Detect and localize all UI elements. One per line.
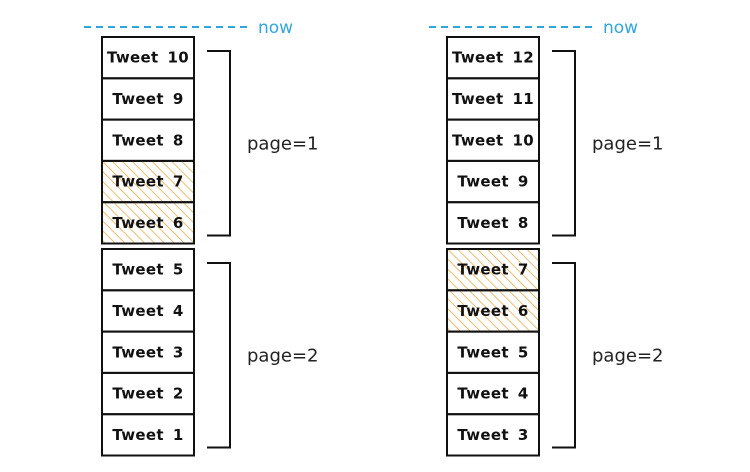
tweet-number: 5 [518,343,529,361]
tweet-label: Tweet 7 [457,261,528,279]
tweet-number: 9 [173,90,184,108]
tweet-number: 7 [518,261,529,279]
tweet-word: Tweet [457,302,508,320]
tweet-label: Tweet 5 [112,261,183,279]
tweet-word: Tweet [107,49,158,67]
tweet-number: 3 [173,343,184,361]
tweet-number: 10 [512,131,533,149]
tweet-box [101,413,195,457]
tweet-box [446,413,540,457]
tweet-word: Tweet [457,343,508,361]
tweet-number: 11 [512,90,533,108]
tweet-number: 9 [518,173,529,191]
tweet-number: 4 [518,385,529,403]
tweet-word: Tweet [112,426,163,444]
tweet-number: 8 [518,214,529,232]
page-bracket [552,262,576,449]
tweet-label: Tweet 5 [457,343,528,361]
tweet-number: 6 [173,214,184,232]
tweet-word: Tweet [112,385,163,403]
tweet-word: Tweet [112,261,163,279]
now-label: now [603,18,638,38]
tweet-word: Tweet [112,343,163,361]
tweet-label: Tweet 8 [457,214,528,232]
tweet-word: Tweet [452,49,503,67]
page-label: page=2 [247,345,319,366]
tweet-label: Tweet 6 [457,302,528,320]
page-label: page=1 [247,133,319,154]
tweet-word: Tweet [112,173,163,191]
page-bracket [552,50,576,237]
tweet-number: 4 [173,302,184,320]
tweet-number: 10 [167,49,188,67]
tweet-number: 8 [173,131,184,149]
tweet-word: Tweet [112,131,163,149]
tweet-number: 12 [512,49,533,67]
tweet-label: Tweet 7 [112,173,183,191]
tweet-word: Tweet [112,214,163,232]
tweet-box [446,201,540,245]
tweet-number: 2 [173,385,184,403]
tweet-label: Tweet 9 [112,90,183,108]
highlight-hatch [102,160,194,203]
tweet-number: 3 [518,426,529,444]
tweet-box [101,201,195,245]
tweet-word: Tweet [112,302,163,320]
tweet-label: Tweet 4 [112,302,183,320]
tweet-word: Tweet [452,131,503,149]
tweet-word: Tweet [457,173,508,191]
tweet-number: 1 [173,426,184,444]
tweet-number: 6 [518,302,529,320]
tweet-number: 7 [173,173,184,191]
tweet-word: Tweet [457,214,508,232]
tweet-label: Tweet 12 [452,49,534,67]
tweet-label: Tweet 9 [457,173,528,191]
tweet-label: Tweet 3 [457,426,528,444]
tweet-label: Tweet 3 [112,343,183,361]
tweet-label: Tweet 8 [112,131,183,149]
highlight-hatch [102,202,194,244]
tweet-word: Tweet [457,261,508,279]
highlight-hatch [447,290,539,332]
tweet-label: Tweet 2 [112,385,183,403]
tweet-label: Tweet 4 [457,385,528,403]
page-label: page=1 [592,133,664,154]
tweet-word: Tweet [112,90,163,108]
tweet-label: Tweet 10 [452,131,534,149]
highlight-hatch [447,249,539,291]
tweet-label: Tweet 1 [112,426,183,444]
page-label: page=2 [592,345,664,366]
now-label: now [258,18,293,38]
tweet-word: Tweet [457,426,508,444]
page-bracket [207,262,231,449]
page-bracket [207,50,231,237]
tweet-label: Tweet 6 [112,214,183,232]
tweet-word: Tweet [457,385,508,403]
tweet-word: Tweet [452,90,503,108]
tweet-label: Tweet 11 [452,90,534,108]
tweet-label: Tweet 10 [107,49,189,67]
tweet-number: 5 [173,261,184,279]
